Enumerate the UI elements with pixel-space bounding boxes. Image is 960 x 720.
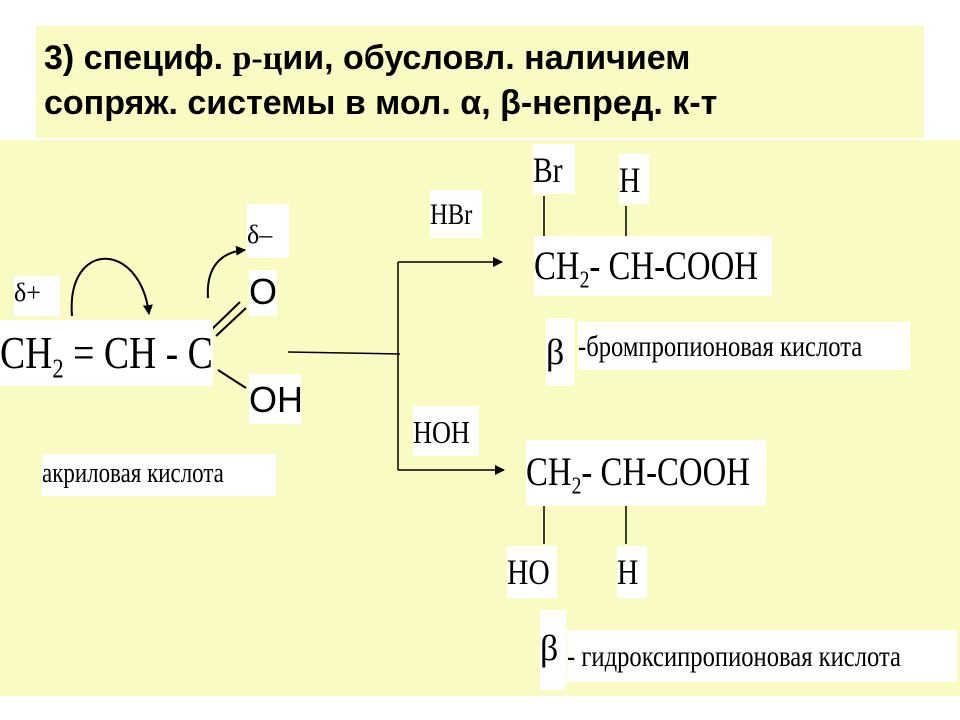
- oxygen-atom: O: [249, 270, 277, 316]
- reactant-name: акриловая кислота: [42, 454, 276, 496]
- product1-beta: β: [546, 318, 574, 386]
- title-part2: р-ц: [232, 40, 283, 77]
- title-part1: 3) специф.: [44, 39, 233, 77]
- single-bond-oh: [217, 369, 247, 389]
- double-bond-2: [215, 307, 247, 337]
- product2-beta: β: [540, 610, 566, 690]
- product2-formula: CH2- CH-COOH: [526, 440, 766, 506]
- slide-title: 3) специф. р-ции, обусловл. наличием соп…: [44, 36, 914, 125]
- delta-plus-label: δ+: [14, 276, 60, 316]
- acrylic-acid-formula: CH2 = CH - C: [0, 320, 213, 386]
- curved-arrow-right: [206, 245, 246, 299]
- title-part3: ии, обусловл. наличием: [282, 39, 691, 77]
- reagent-hbr: HBr: [430, 190, 482, 238]
- curved-arrow-left: [70, 257, 153, 317]
- product2-h: H: [617, 546, 647, 598]
- product2-ho: HO: [507, 546, 557, 598]
- title-panel: [36, 26, 924, 138]
- delta-minus-label: δ–: [247, 204, 289, 258]
- product1-h: H: [619, 154, 649, 204]
- double-bond-1: [210, 301, 241, 331]
- product1-formula: CH2- CH-COOH: [534, 236, 772, 296]
- title-line2: сопряж. системы в мол. α, β-непред. к-т: [44, 84, 718, 122]
- product2-name: - гидроксипропионовая кислота: [567, 630, 957, 682]
- hydroxyl-group: OH: [249, 374, 303, 424]
- product1-br: Br: [533, 144, 575, 194]
- reagent-hoh: HOH: [413, 406, 479, 456]
- product1-name: -бромпропионовая кислота: [578, 322, 910, 370]
